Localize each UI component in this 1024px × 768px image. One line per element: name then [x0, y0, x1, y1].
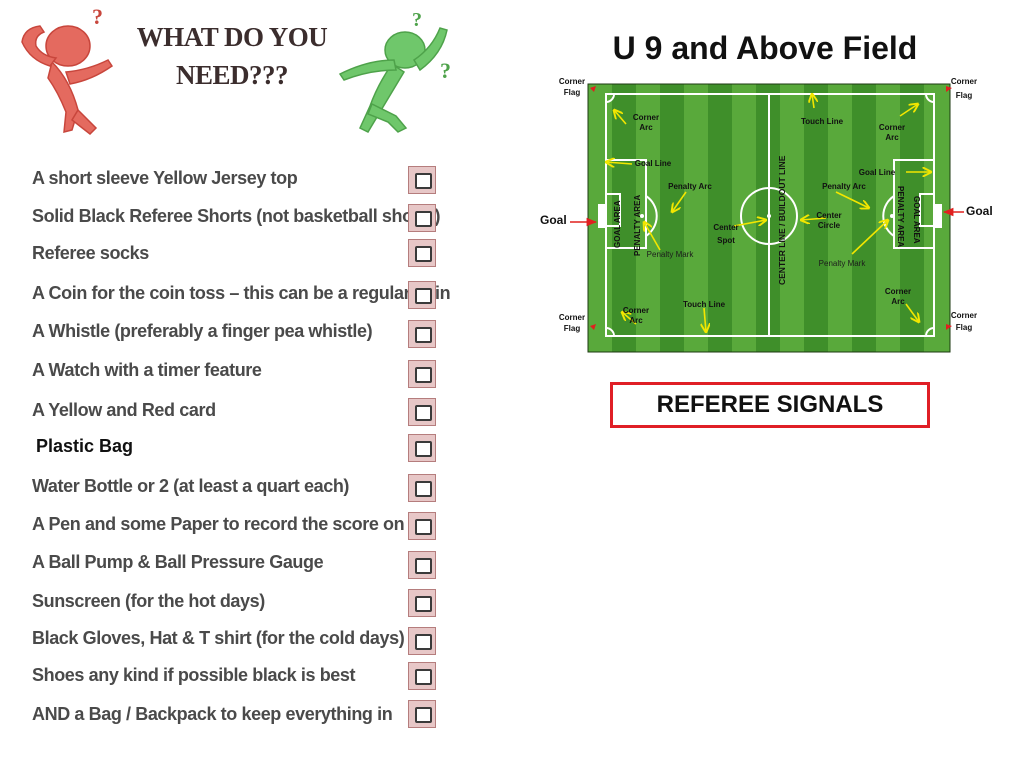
annotation-arrows	[606, 94, 931, 332]
need-title-line2: NEED???	[175, 60, 289, 90]
corner-flag-label-br-2: Flag	[956, 323, 973, 332]
corner-flag-label-tr-1: Corner	[951, 77, 977, 86]
checklist-item-jersey: A short sleeve Yellow Jersey top	[32, 168, 298, 188]
thinking-figures-illustration: ? ? ?	[21, 4, 451, 135]
checklist-item-bag: AND a Bag / Backpack to keep everything …	[32, 704, 393, 724]
header: ? ? ? WHAT DO YOU NEED???	[0, 0, 470, 150]
checklist-item-ball-pump: A Ball Pump & Ball Pressure Gauge	[32, 552, 324, 572]
soccer-field-diagram: Corner Flag Corner Flag Corner Flag Corn…	[540, 77, 993, 353]
checkbox-plastic-bag[interactable]	[408, 434, 436, 462]
penalty-arc-label-right: Penalty Arc	[822, 182, 866, 191]
field-title: U 9 and Above Field	[612, 30, 918, 66]
checkbox-cold-gear[interactable]	[408, 627, 436, 655]
touch-line-label-top: Touch Line	[801, 117, 844, 126]
left-goal	[598, 204, 606, 228]
checkbox-shoes[interactable]	[408, 662, 436, 690]
checkbox-socks[interactable]	[408, 239, 436, 267]
corner-arc-label-tr-2: Arc	[885, 133, 899, 142]
center-spot-label-1: Center	[713, 223, 738, 232]
checklist-item-cards: A Yellow and Red card	[32, 400, 216, 420]
corner-arc-label-tl-2: Arc	[639, 123, 653, 132]
penalty-area-label-right: PENALTY AREA	[896, 186, 905, 247]
corner-flag-label-tr-2: Flag	[956, 91, 973, 100]
penalty-area-label-left: PENALTY AREA	[633, 195, 642, 256]
corner-arc-label-tl-1: Corner	[633, 113, 659, 122]
corner-flags	[590, 86, 952, 330]
checkbox-jersey[interactable]	[408, 166, 436, 194]
center-spot-label-2: Spot	[717, 236, 735, 245]
referee-signals-button[interactable]: REFEREE SIGNALS	[610, 382, 930, 428]
touch-line-label-bottom: Touch Line	[683, 300, 726, 309]
checklist-item-shoes: Shoes any kind if possible black is best	[32, 665, 356, 685]
goal-label-left: Goal	[540, 213, 567, 227]
checkbox-coin[interactable]	[408, 281, 436, 309]
checklist-item-pen-paper: A Pen and some Paper to record the score…	[32, 514, 405, 534]
checklist-item-cold-gear: Black Gloves, Hat & T shirt (for the col…	[32, 628, 405, 648]
corner-flag-label-bl-2: Flag	[564, 324, 581, 333]
goal-area-label-right: GOAL AREA	[912, 196, 921, 244]
center-circle-label-1: Center	[816, 211, 841, 220]
corner-flag-label-br-1: Corner	[951, 311, 977, 320]
goal-line-label-right: Goal Line	[859, 168, 896, 177]
checkbox-watch[interactable]	[408, 360, 436, 388]
need-title-line1: WHAT DO YOU	[136, 22, 328, 52]
corner-arc-label-br-2: Arc	[891, 297, 905, 306]
corner-flag-label-tl-2: Flag	[564, 88, 581, 97]
checkbox-cards[interactable]	[408, 398, 436, 426]
goal-line-label-left: Goal Line	[635, 159, 672, 168]
checkbox-whistle[interactable]	[408, 320, 436, 348]
penalty-mark-label-left: Penalty Mark	[647, 250, 695, 259]
checkbox-shorts[interactable]	[408, 204, 436, 232]
checklist-item-water-bottle: Water Bottle or 2 (at least a quart each…	[32, 476, 350, 496]
checkbox-ball-pump[interactable]	[408, 551, 436, 579]
svg-text:?: ?	[92, 4, 103, 29]
checklist-item-sunscreen: Sunscreen (for the hot days)	[32, 591, 265, 611]
penalty-mark-label-right: Penalty Mark	[819, 259, 867, 268]
corner-arc-label-tr-1: Corner	[879, 123, 905, 132]
right-goal	[934, 204, 942, 228]
outside-labels: Corner Flag Corner Flag Corner Flag Corn…	[540, 77, 993, 333]
vertical-labels: GOAL AREA PENALTY AREA CENTER LINE / BUI…	[613, 155, 921, 285]
checkbox-bag[interactable]	[408, 700, 436, 728]
corner-flag-label-bl-1: Corner	[559, 313, 585, 322]
center-line-label: CENTER LINE / BUILDOUT LINE	[777, 155, 787, 285]
checklist-item-shorts: Solid Black Referee Shorts (not basketba…	[32, 206, 441, 226]
svg-text:?: ?	[412, 9, 422, 31]
checkbox-sunscreen[interactable]	[408, 589, 436, 617]
penalty-mark-labels: Penalty Mark Penalty Mark	[647, 250, 867, 268]
need-title: WHAT DO YOU NEED???	[132, 18, 332, 94]
checkbox-pen-paper[interactable]	[408, 512, 436, 540]
center-circle-label-2: Circle	[818, 221, 841, 230]
field-labels: Corner Arc Touch Line Corner Arc Goal Li…	[623, 113, 911, 325]
corner-arc-label-bl-2: Arc	[629, 316, 643, 325]
goal-label-right: Goal	[966, 204, 993, 218]
checklist-item-plastic-bag: Plastic Bag	[36, 436, 134, 456]
penalty-arc-label-left: Penalty Arc	[668, 182, 712, 191]
corner-flag-label-tl-1: Corner	[559, 77, 585, 86]
corner-arc-label-bl-1: Corner	[623, 306, 649, 315]
equipment-checklist: A short sleeve Yellow Jersey top Solid B…	[0, 0, 470, 768]
checklist-item-watch: A Watch with a timer feature	[32, 360, 262, 380]
goal-area-label-left: GOAL AREA	[613, 200, 622, 248]
checklist-item-socks: Referee socks	[32, 243, 149, 263]
checklist-item-coin: A Coin for the coin toss – this can be a…	[32, 283, 451, 303]
checklist-item-whistle: A Whistle (preferably a finger pea whist…	[32, 321, 373, 341]
checkbox-water-bottle[interactable]	[408, 474, 436, 502]
svg-text:?: ?	[440, 58, 451, 83]
corner-arc-label-br-1: Corner	[885, 287, 911, 296]
